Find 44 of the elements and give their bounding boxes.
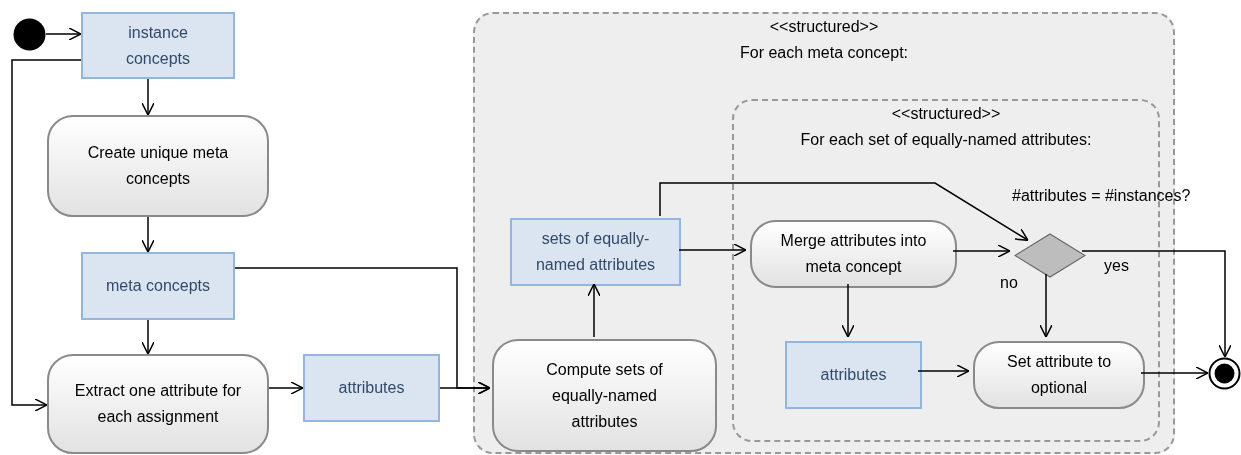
arrow: [141, 319, 155, 355]
object-box: [785, 341, 922, 409]
region-title: For each set of equally-named attributes:: [800, 130, 1092, 150]
arrow: [587, 283, 601, 338]
object-box: [510, 218, 681, 286]
object-box: [81, 252, 235, 320]
arrow: [45, 27, 82, 41]
guard-label: #attributes = #instances?: [1012, 186, 1191, 206]
node-label: Compute sets of equally-named attributes: [545, 359, 664, 432]
arrow: [268, 381, 304, 395]
action-box: [750, 220, 957, 288]
arrow: [439, 381, 491, 395]
node-label: sets of equally-named attributes: [534, 229, 657, 275]
arrow: [1081, 250, 1232, 358]
arrow: [678, 243, 747, 257]
initial-node: [13, 18, 46, 51]
arrow: [141, 78, 155, 116]
node-label: Extract one attribute for each assignment: [73, 381, 243, 427]
object-box: [81, 12, 235, 79]
arrow: [141, 216, 155, 253]
node-label: Merge attributes into meta concept: [779, 231, 928, 277]
node-label: Set attribute to optional: [1005, 352, 1113, 398]
node-label: attributes: [820, 365, 887, 385]
arrow: [1140, 366, 1209, 380]
region-title: For each meta concept:: [739, 43, 909, 63]
node-label: instance concepts: [124, 22, 191, 69]
node-label: meta concepts: [105, 276, 211, 296]
arrow: [841, 283, 855, 338]
action-box: [47, 354, 269, 454]
node-label: attributes: [338, 378, 405, 398]
stereotype-label: <<structured>>: [769, 17, 879, 37]
final-node: [1208, 357, 1241, 390]
arrow: [659, 182, 1029, 241]
stereotype-label: <<structured>>: [891, 104, 1001, 124]
action-box: [973, 341, 1145, 409]
arrow: [952, 244, 1011, 258]
action-box: [492, 339, 717, 452]
action-box: [47, 115, 269, 217]
object-box: [303, 354, 440, 422]
node-label: Create unique meta concepts: [86, 143, 230, 189]
decision-diamond: [1014, 233, 1086, 278]
arrow: [917, 364, 970, 378]
arrow: [1039, 273, 1053, 338]
arrow: [11, 59, 82, 412]
